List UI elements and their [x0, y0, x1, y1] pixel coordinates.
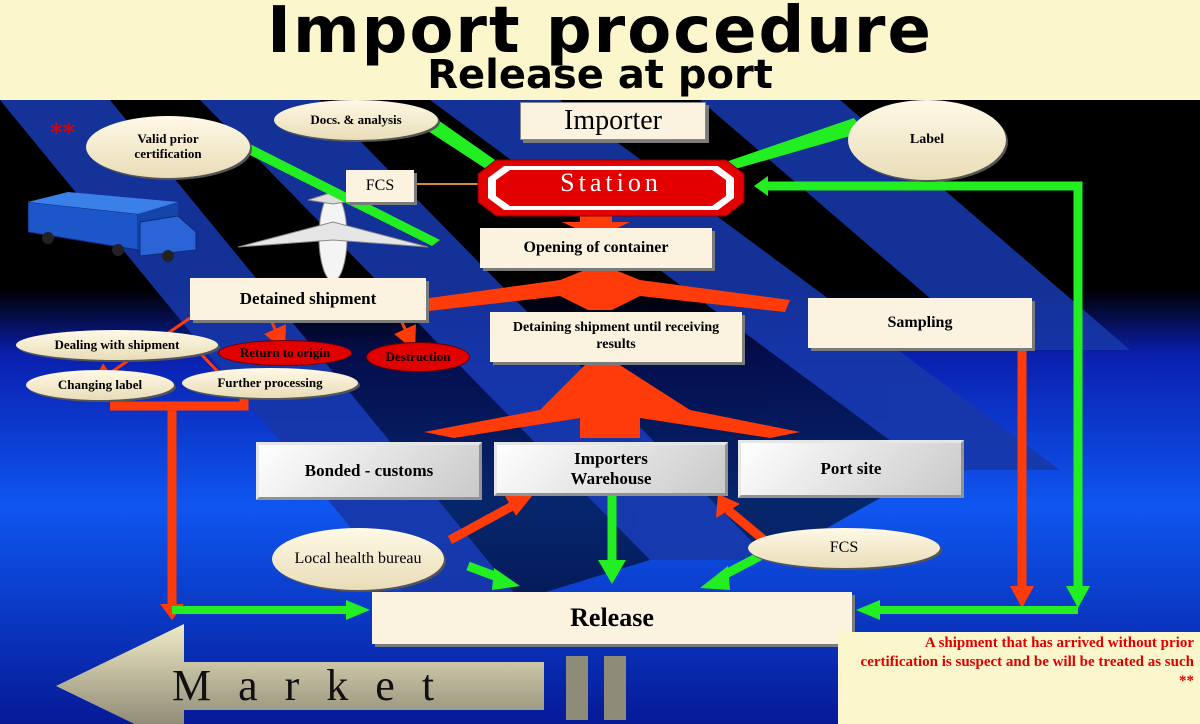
port-site-box: Port site — [738, 440, 964, 498]
truck-icon — [28, 192, 197, 262]
market-label: M a r k e t — [172, 661, 443, 710]
return-to-origin-oval: Return to origin — [218, 340, 352, 366]
title-banner: Import procedure Release at port — [0, 0, 1200, 100]
station-octagon — [477, 159, 745, 217]
local-health-bureau-oval: Local health bureau — [272, 528, 444, 590]
market-arrow — [56, 624, 626, 724]
dealing-with-shipment-oval: Dealing with shipment — [16, 330, 218, 360]
footnote: A shipment that has arrived without prio… — [838, 632, 1200, 724]
arrow-docs-to-station — [408, 118, 518, 178]
bonded-customs-box: Bonded - customs — [256, 442, 482, 500]
arrow-label-to-station — [708, 118, 864, 174]
stars-mark: ** — [50, 118, 76, 147]
sampling-box: Sampling — [808, 298, 1032, 348]
title-main: Import procedure — [267, 0, 933, 68]
arrow-fan-bottom — [424, 360, 800, 438]
fcs-bottom-oval: FCS — [748, 528, 940, 568]
docs-analysis-oval: Docs. & analysis — [274, 100, 438, 140]
label-oval: Label — [848, 100, 1006, 180]
detained-shipment-box: Detained shipment — [190, 278, 426, 320]
arrow-fan-top — [415, 268, 790, 312]
changing-label-oval: Changing label — [26, 370, 174, 400]
arrow-left-path — [167, 395, 249, 604]
airplane-icon — [238, 192, 429, 282]
arrow-right-loop — [768, 181, 1083, 586]
release-box: Release — [372, 592, 852, 644]
station-label: Station — [560, 168, 662, 197]
fcs-top-box: FCS — [346, 170, 414, 202]
valid-prior-cert-oval: Valid prior certification — [86, 116, 250, 178]
destruction-oval: Destruction — [366, 342, 470, 372]
importers-warehouse-box: Importers Warehouse — [494, 442, 728, 496]
arrow-cert-to-station — [240, 144, 440, 246]
title-sub: Release at port — [427, 52, 773, 98]
further-processing-oval: Further processing — [182, 368, 358, 398]
opening-container-box: Opening of container — [480, 228, 712, 268]
importer-box: Importer — [520, 102, 706, 140]
detaining-until-box: Detaining shipment until receiving resul… — [490, 312, 742, 362]
